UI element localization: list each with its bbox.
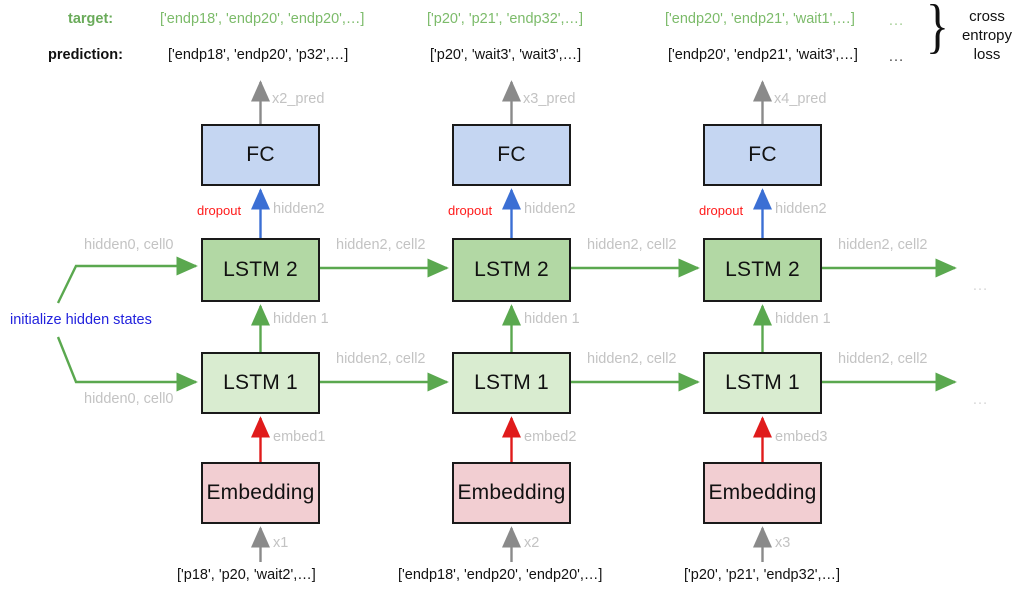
prediction-sequence-3: ['endp20', 'endp21', 'wait3',…] xyxy=(668,47,858,63)
x1-label: x1 xyxy=(273,535,289,551)
hidden2-label-1: hidden2 xyxy=(273,201,325,217)
lstm2-continuation-ellipsis: … xyxy=(972,277,990,294)
lstm1-out-state-1: hidden2, cell2 xyxy=(336,351,426,367)
init-branch-lstm1 xyxy=(56,336,198,392)
prediction-ellipsis: … xyxy=(888,48,906,65)
fc-block-3[interactable]: FC xyxy=(703,124,822,186)
embedding-block-2[interactable]: Embedding xyxy=(452,462,571,524)
lstm2-out-state-3: hidden2, cell2 xyxy=(838,237,928,253)
input-sequence-1: ['p18', 'p20, 'wait2',…] xyxy=(177,567,316,583)
prediction-row-label: prediction: xyxy=(48,47,123,63)
init-branch-lstm2 xyxy=(56,256,198,304)
lstm2-out-state-1: hidden2, cell2 xyxy=(336,237,426,253)
fc-block-1[interactable]: FC xyxy=(201,124,320,186)
loss-caption-line3: loss xyxy=(973,45,1001,63)
initialize-hidden-states-label: initialize hidden states xyxy=(10,312,152,328)
hidden1-label-3: hidden 1 xyxy=(775,311,831,327)
dropout-label-3: dropout xyxy=(699,203,744,218)
prediction-sequence-1: ['endp18', 'endp20', 'p32',…] xyxy=(168,47,349,63)
x3-pred-label: x3_pred xyxy=(523,91,576,107)
lstm2-in-state-1: hidden0, cell0 xyxy=(84,237,174,253)
dropout-label-1: dropout xyxy=(197,203,242,218)
x2-label: x2 xyxy=(524,535,540,551)
hidden1-label-2: hidden 1 xyxy=(524,311,580,327)
lstm2-block-2[interactable]: LSTM 2 xyxy=(452,238,571,302)
lstm1-block-3[interactable]: LSTM 1 xyxy=(703,352,822,414)
x2-pred-label: x2_pred xyxy=(272,91,325,107)
lstm1-out-state-2: hidden2, cell2 xyxy=(587,351,677,367)
target-ellipsis: … xyxy=(888,12,906,29)
lstm1-continuation-ellipsis: … xyxy=(972,391,990,408)
dropout-label-2: dropout xyxy=(448,203,493,218)
lstm2-block-3[interactable]: LSTM 2 xyxy=(703,238,822,302)
loss-caption: cross entropy loss xyxy=(951,8,1023,64)
x3-label: x3 xyxy=(775,535,791,551)
input-sequence-2: ['endp18', 'endp20', 'endp20',…] xyxy=(398,567,603,583)
embed-label-3: embed3 xyxy=(775,429,828,445)
target-sequence-2: ['p20', 'p21', 'endp32',…] xyxy=(427,11,584,27)
loss-caption-line2: entropy xyxy=(961,26,1013,44)
lstm1-in-state-1: hidden0, cell0 xyxy=(84,391,174,407)
embed-label-2: embed2 xyxy=(524,429,577,445)
x4-pred-label: x4_pred xyxy=(774,91,827,107)
fc-block-2[interactable]: FC xyxy=(452,124,571,186)
loss-brace: } xyxy=(925,0,949,59)
hidden2-label-3: hidden2 xyxy=(775,201,827,217)
lstm1-out-state-3: hidden2, cell2 xyxy=(838,351,928,367)
lstm2-out-state-2: hidden2, cell2 xyxy=(587,237,677,253)
embedding-block-3[interactable]: Embedding xyxy=(703,462,822,524)
target-row-label: target: xyxy=(68,11,114,27)
loss-caption-line1: cross xyxy=(969,8,1005,25)
prediction-sequence-2: ['p20', 'wait3', 'wait3',…] xyxy=(430,47,582,63)
target-sequence-3: ['endp20', 'endp21', 'wait1',…] xyxy=(665,11,855,27)
hidden1-label-1: hidden 1 xyxy=(273,311,329,327)
embedding-block-1[interactable]: Embedding xyxy=(201,462,320,524)
input-sequence-3: ['p20', 'p21', 'endp32',…] xyxy=(684,567,841,583)
lstm1-block-1[interactable]: LSTM 1 xyxy=(201,352,320,414)
lstm1-block-2[interactable]: LSTM 1 xyxy=(452,352,571,414)
embed-label-1: embed1 xyxy=(273,429,326,445)
lstm2-block-1[interactable]: LSTM 2 xyxy=(201,238,320,302)
hidden2-label-2: hidden2 xyxy=(524,201,576,217)
target-sequence-1: ['endp18', 'endp20', 'endp20',…] xyxy=(160,11,365,27)
